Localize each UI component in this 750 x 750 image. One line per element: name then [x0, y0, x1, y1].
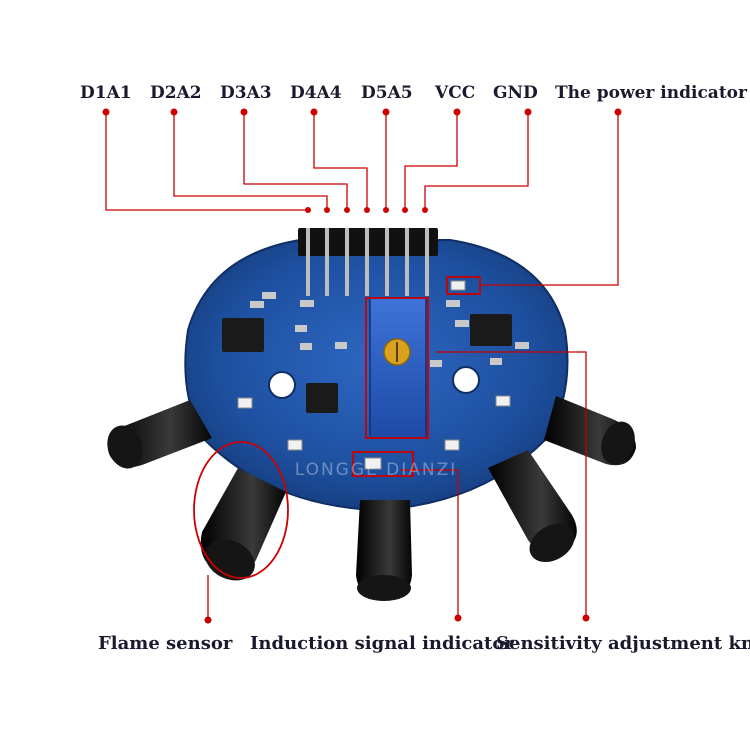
- flame-sensor-h5: [544, 396, 636, 466]
- mounting-hole-left: [268, 371, 296, 399]
- callout-lines: [105, 112, 619, 620]
- chip-right: [470, 314, 512, 346]
- pin-label-d5a5: D5A5: [361, 83, 413, 103]
- sensitivity-potentiometer: [369, 297, 427, 439]
- flame-sensor-h2: [200, 468, 286, 581]
- callout-highlights: [193, 276, 481, 579]
- flame-sensor-label: Flame sensor: [98, 633, 233, 654]
- watermark-text: LONGGE DIANZI: [295, 460, 458, 480]
- mounting-hole-right: [452, 366, 480, 394]
- pin-label-vcc: VCC: [435, 83, 476, 103]
- induction-signal-indicator-label: Induction signal indicator: [250, 633, 514, 654]
- chip-center: [306, 383, 338, 413]
- smd-components: [250, 292, 529, 367]
- flame-sensors: [107, 396, 636, 601]
- pin-label-d1a1: D1A1: [80, 83, 132, 103]
- pin-label-gnd: GND: [493, 83, 538, 103]
- flame-sensor-h3: [356, 500, 412, 601]
- header-pins: [306, 228, 429, 296]
- indicator-leds: [237, 280, 511, 470]
- pin-header: [298, 228, 438, 296]
- pin-label-d2a2: D2A2: [150, 83, 202, 103]
- flame-sensor-h4: [488, 450, 577, 562]
- chip-left: [222, 318, 264, 352]
- sensitivity-adjustment-knob-label: Sensitivity adjustment knob: [496, 633, 750, 654]
- flame-sensor-h1: [107, 400, 212, 469]
- pin-label-d3a3: D3A3: [220, 83, 272, 103]
- callout-dots: [102, 108, 622, 624]
- power-indicator-label: The power indicator: [555, 83, 747, 103]
- pin-label-d4a4: D4A4: [290, 83, 342, 103]
